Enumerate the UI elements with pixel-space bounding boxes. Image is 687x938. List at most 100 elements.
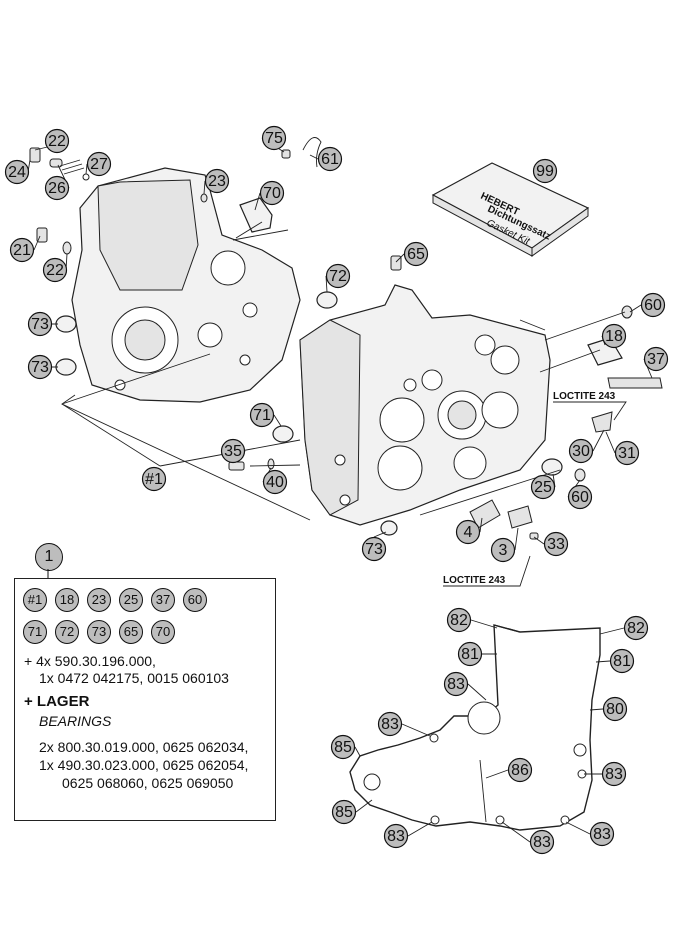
callout-c40: 40: [262, 469, 288, 495]
callout-label: #1: [145, 471, 163, 488]
callout-label: 26: [48, 180, 66, 197]
legend-chip: 18: [55, 588, 79, 612]
callout-c26: 26: [44, 175, 70, 201]
callout-label: 73: [31, 359, 49, 376]
legend-chip: 60: [183, 588, 207, 612]
callout-c25: 25: [530, 474, 556, 500]
callout-c83a: 83: [443, 671, 469, 697]
callout-c35: 35: [220, 438, 246, 464]
callout-label: 82: [450, 612, 468, 629]
callout-label: 30: [572, 443, 590, 460]
callout-label: 73: [365, 541, 383, 558]
legend-line-4: BEARINGS: [39, 713, 112, 729]
callout-c61: 61: [317, 146, 343, 172]
callout-label: 3: [499, 542, 508, 559]
legend-chip: #1: [23, 588, 47, 612]
callout-label: 85: [335, 804, 353, 821]
loctite-label-bottom: LOCTITE 243: [443, 575, 506, 586]
callout-c85b: 85: [331, 799, 357, 825]
callout-label: 83: [533, 834, 551, 851]
callout-c4: 4: [455, 519, 481, 545]
callout-c80: 80: [602, 696, 628, 722]
callout-label: 22: [48, 133, 66, 150]
callout-label: 81: [461, 646, 479, 663]
callout-c83b: 83: [377, 711, 403, 737]
callout-c31: 31: [614, 440, 640, 466]
callout-c30: 30: [568, 438, 594, 464]
callout-label: 70: [263, 185, 281, 202]
callout-label: 81: [613, 653, 631, 670]
callout-label: 24: [8, 164, 26, 181]
callout-label: 71: [253, 407, 271, 424]
legend-line-6: 1x 490.30.023.000, 0625 062054,: [39, 757, 249, 773]
callout-label: 83: [593, 826, 611, 843]
callout-c37: 37: [643, 346, 669, 372]
callout-c75: 75: [261, 125, 287, 151]
legend-chip: 37: [151, 588, 175, 612]
callout-label: 72: [329, 268, 347, 285]
callout-label: 21: [13, 242, 31, 259]
callout-c23: 23: [204, 168, 230, 194]
callout-c3: 3: [490, 537, 516, 563]
callout-label: 60: [571, 489, 589, 506]
callout-c99: 99: [532, 158, 558, 184]
legend-line-2: 1x 0472 042175, 0015 060103: [39, 670, 229, 686]
right-crankcase-half: [299, 284, 551, 526]
callout-c18: 18: [601, 323, 627, 349]
callout-label: 61: [321, 151, 339, 168]
loctite-labels: LOCTITE 243 LOCTITE 243: [443, 391, 627, 587]
callout-label: 83: [387, 828, 405, 845]
callout-c82b: 82: [623, 615, 649, 641]
callout-c21: 21: [9, 237, 35, 263]
gasket-kit-box: HEBERT Dichtungssatz Gasket Kit: [431, 162, 590, 257]
callout-label: 85: [334, 739, 352, 756]
callout-c81a: 81: [457, 641, 483, 667]
callout-label: 75: [265, 130, 283, 147]
callout-label: 40: [266, 474, 284, 491]
callout-label: 35: [224, 443, 242, 460]
callout-label: 83: [381, 716, 399, 733]
callout-label: 27: [90, 156, 108, 173]
callout-label: 65: [407, 246, 425, 263]
legend-number: 1: [35, 543, 63, 571]
loctite-label-top: LOCTITE 243: [553, 391, 616, 402]
callout-c70: 70: [259, 180, 285, 206]
callout-label: 60: [644, 297, 662, 314]
callout-c72: 72: [325, 263, 351, 289]
callout-label: 80: [606, 701, 624, 718]
callout-c33: 33: [543, 531, 569, 557]
callout-c60b: 60: [567, 484, 593, 510]
callout-c82a: 82: [446, 607, 472, 633]
callout-c1h: #1: [141, 466, 167, 492]
callout-label: 22: [46, 262, 64, 279]
callout-label: 23: [208, 173, 226, 190]
callout-label: 73: [31, 316, 49, 333]
callout-label: 83: [605, 766, 623, 783]
callout-c24: 24: [4, 159, 30, 185]
legend-chip: 73: [87, 620, 111, 644]
callout-c71: 71: [249, 402, 275, 428]
callout-c27: 27: [86, 151, 112, 177]
callout-label: 99: [536, 163, 554, 180]
left-crankcase-half: [71, 167, 301, 403]
callout-c60a: 60: [640, 292, 666, 318]
legend-chip: 23: [87, 588, 111, 612]
callout-c22b: 22: [42, 257, 68, 283]
gasket-outline: [349, 624, 601, 831]
legend-chip: 71: [23, 620, 47, 644]
callout-label: 33: [547, 536, 565, 553]
callout-c81b: 81: [609, 648, 635, 674]
callout-label: 25: [534, 479, 552, 496]
callout-layer: 22 24 26 27 21 22 23 75 61 70 99 65 72 73 73 60 18 37 71 35…: [4, 125, 669, 855]
legend-line-7: 0625 068060, 0625 069050: [62, 775, 234, 791]
callout-label: 18: [605, 328, 623, 345]
callout-c85a: 85: [330, 734, 356, 760]
legend-chip: 65: [119, 620, 143, 644]
callout-c86: 86: [507, 757, 533, 783]
callout-c83f: 83: [589, 821, 615, 847]
callout-c83e: 83: [529, 829, 555, 855]
